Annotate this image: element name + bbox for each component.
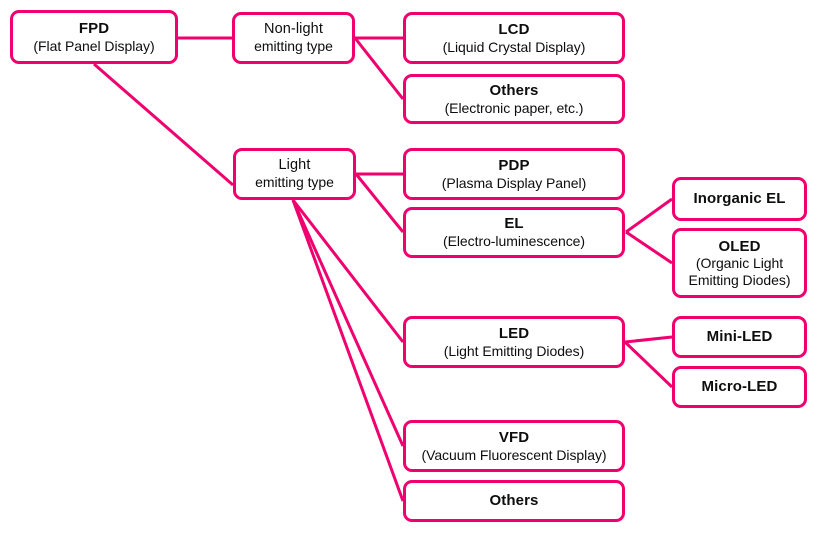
node-lcd[interactable]: LCD(Liquid Crystal Display) [403, 12, 625, 64]
node-pdp[interactable]: PDP(Plasma Display Panel) [403, 148, 625, 200]
node-subtitle-non-light: emitting type [254, 38, 333, 55]
connector-el-to-oled [625, 230, 673, 265]
node-subtitle-pdp: (Plasma Display Panel) [441, 174, 587, 191]
node-el[interactable]: EL(Electro-luminescence) [403, 207, 625, 258]
node-title-light: Light [278, 157, 311, 174]
node-vfd[interactable]: VFD(Vacuum Fluorescent Display) [403, 420, 625, 472]
node-title-inorganic-el: Inorganic EL [693, 190, 786, 208]
node-mini-led[interactable]: Mini-LED [672, 316, 807, 358]
node-led[interactable]: LED(Light Emitting Diodes) [403, 316, 625, 368]
node-subtitle-oled: (Organic Light [695, 255, 784, 272]
node-title-mini-led: Mini-LED [706, 328, 773, 346]
node-title-pdp: PDP [498, 156, 530, 174]
node-title-led: LED [498, 324, 530, 342]
node-title-micro-led: Micro-LED [701, 378, 778, 396]
node-title-el: EL [504, 215, 524, 233]
node-subtitle-vfd: (Vacuum Fluorescent Display) [421, 446, 607, 463]
connector-led-to-mini [624, 335, 673, 344]
node-subtitle-lcd: (Liquid Crystal Display) [442, 38, 586, 55]
node-title-vfd: VFD [498, 428, 530, 446]
node-micro-led[interactable]: Micro-LED [672, 366, 807, 408]
connector-nonlight-to-others [353, 37, 405, 100]
node-title-oled: OLED [718, 237, 761, 255]
node-subtitle-led: (Light Emitting Diodes) [443, 342, 585, 359]
node-subtitle-el: (Electro-luminescence) [442, 233, 586, 250]
node-subtitle-others-nonlight: (Electronic paper, etc.) [444, 99, 584, 116]
node-others-nonlight[interactable]: Others(Electronic paper, etc.) [403, 74, 625, 124]
node-subtitle-oled: Emitting Diodes) [688, 271, 791, 288]
node-fpd[interactable]: FPD(Flat Panel Display) [10, 10, 178, 64]
connector-light-to-led [291, 199, 405, 343]
connector-fpd-to-light [93, 62, 234, 187]
node-subtitle-fpd: (Flat Panel Display) [33, 37, 155, 54]
node-inorganic-el[interactable]: Inorganic EL [672, 177, 807, 221]
connector-led-to-micro [623, 340, 674, 389]
node-others-light[interactable]: Others [403, 480, 625, 522]
node-title-others-nonlight: Others [489, 81, 539, 99]
connector-light-to-el [354, 173, 405, 233]
node-title-others-light: Others [489, 492, 539, 510]
node-subtitle-light: emitting type [255, 174, 334, 191]
node-title-fpd: FPD [78, 19, 110, 37]
connector-light-to-vfd [291, 199, 405, 447]
node-title-non-light: Non-light [264, 21, 323, 38]
node-title-lcd: LCD [498, 20, 530, 38]
connector-light-to-others [291, 199, 405, 502]
connector-el-to-inorganic [625, 197, 673, 234]
